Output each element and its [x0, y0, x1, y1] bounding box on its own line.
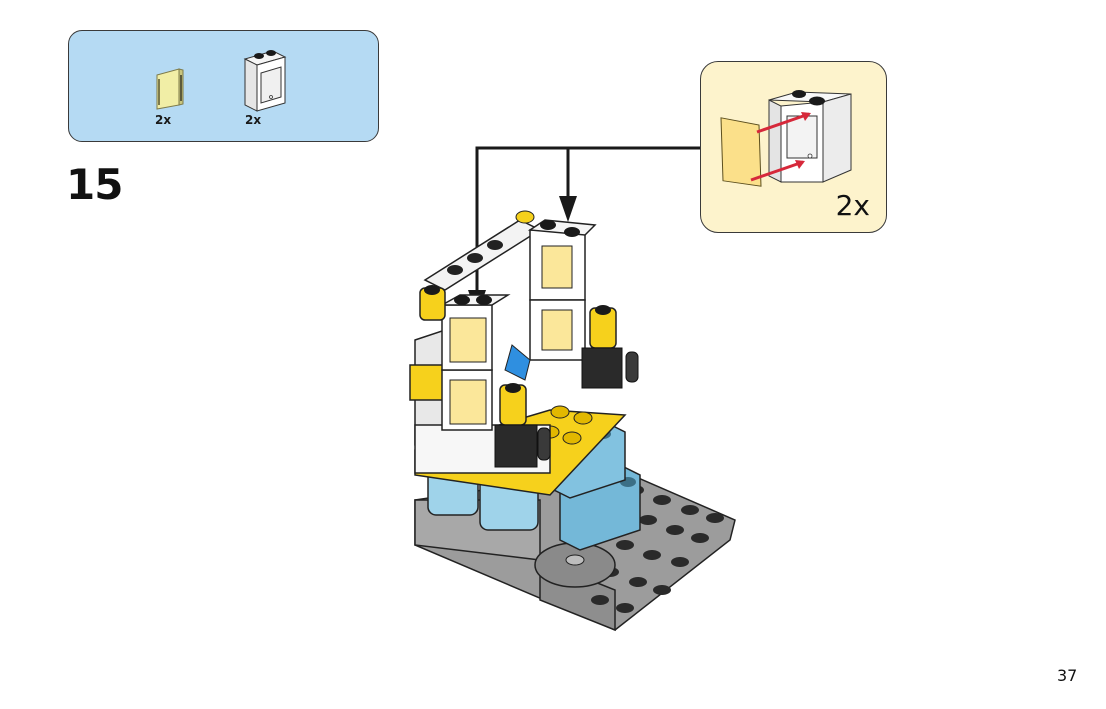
- page-number: 37: [1057, 666, 1078, 685]
- subassembly-callout: 2x: [700, 61, 887, 233]
- model-illustration: [409, 210, 736, 632]
- window-frame-lower-left: [441, 369, 493, 431]
- window-frame-upper-left: [439, 294, 511, 371]
- step-number: 15: [66, 160, 123, 209]
- window-frame-upper-right: [515, 210, 597, 301]
- assembly-arrow-upper: [756, 112, 810, 134]
- window-assembly-illustration: [720, 90, 852, 187]
- window-frame-lower-right: [529, 299, 586, 361]
- callout-quantity: 2x: [835, 189, 870, 222]
- window-frame-part-icon: [243, 50, 287, 112]
- pointer-arrowhead-right: [559, 196, 577, 222]
- glass-pane-part-icon: [156, 68, 184, 110]
- glass-pane-quantity: 2x: [155, 113, 172, 127]
- parts-list-box: 2x 2x: [68, 30, 379, 142]
- window-frame-quantity: 2x: [245, 113, 262, 127]
- assembly-arrow-lower: [750, 160, 804, 182]
